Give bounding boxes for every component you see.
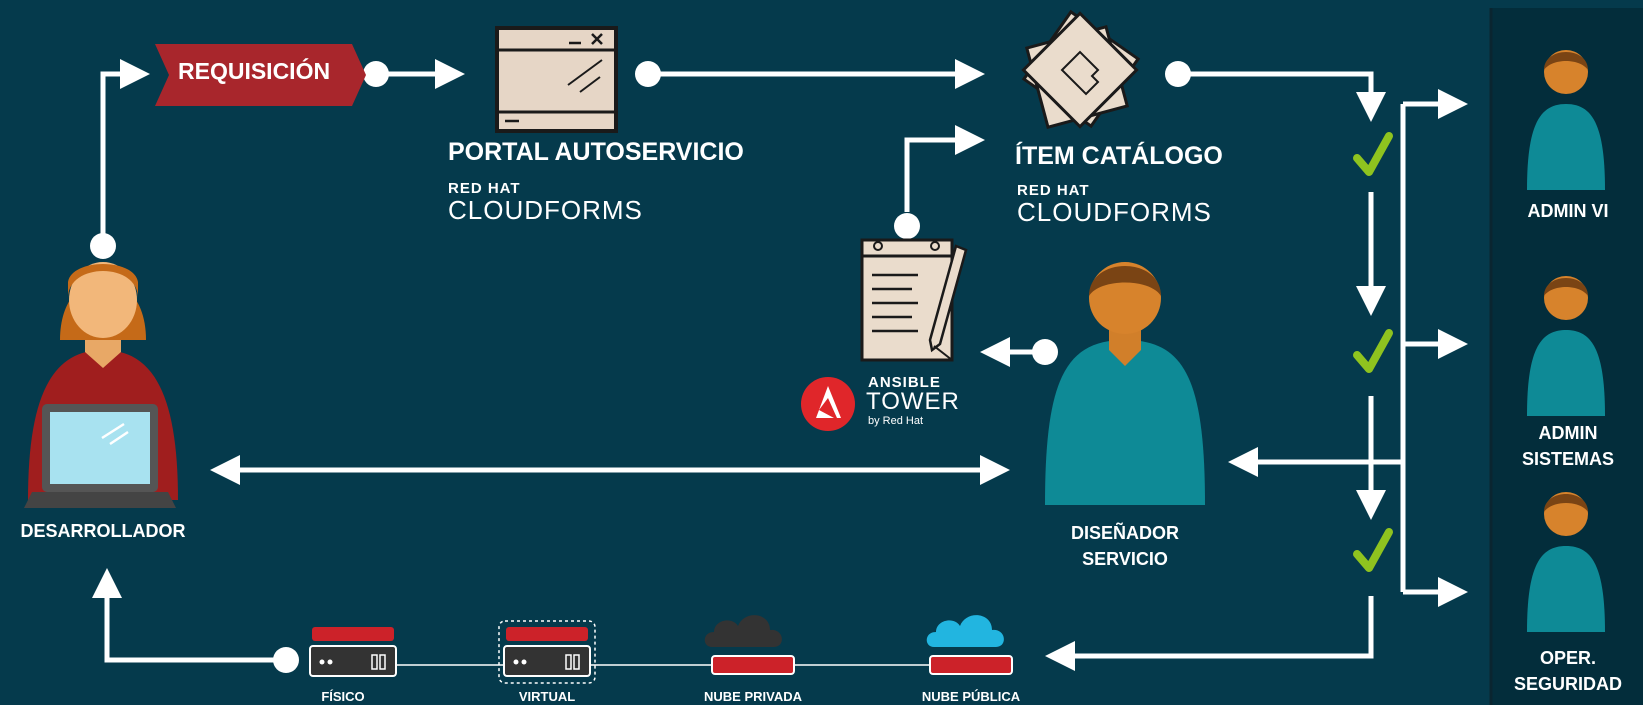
env-label-private-cloud: NUBE PRIVADA <box>704 689 802 704</box>
arrow-catalog-to-check1 <box>1178 71 1386 122</box>
ansible-logo-icon <box>801 377 855 431</box>
public-cloud-icon <box>926 615 1013 675</box>
designer-avatar <box>1045 262 1205 505</box>
catalog-brand-name: CLOUDFORMS <box>1017 197 1212 227</box>
catalog-blueprint-icon <box>1021 9 1141 130</box>
portal-brand-name: CLOUDFORMS <box>448 195 643 225</box>
catalog-brand-top: RED HAT <box>1017 182 1090 199</box>
ansible-tower-text: TOWER <box>866 388 960 415</box>
env-label-public-cloud: NUBE PÚBLICA <box>921 689 1021 704</box>
oper-seguridad-avatar <box>1527 492 1605 632</box>
portal-title: PORTAL AUTOSERVICIO <box>448 138 744 166</box>
node-ansible <box>894 213 920 239</box>
check-icon-1 <box>1353 132 1393 176</box>
developer-label: DESARROLLADOR <box>20 521 186 541</box>
check-icon-2 <box>1353 329 1393 373</box>
arrow-ansible-to-catalog <box>904 125 985 212</box>
ansible-notepad-icon <box>860 238 968 362</box>
designer-label-line2: SERVICIO <box>1082 549 1168 569</box>
admin-sistemas-avatar <box>1527 276 1605 416</box>
request-label: REQUISICIÓN <box>178 58 331 84</box>
admin-vi-avatar <box>1527 50 1605 190</box>
oper-seguridad-label-line2: SEGURIDAD <box>1513 674 1622 694</box>
arrow-physical-to-dev <box>92 568 286 663</box>
catalog-title: ÍTEM CATÁLOGO <box>1015 142 1223 170</box>
arrow-check3-to-public <box>1045 596 1374 671</box>
admin-vi-label: ADMIN VI <box>1527 201 1609 221</box>
node-portal <box>635 61 661 87</box>
physical-server-icon <box>309 627 397 677</box>
admin-sistemas-label-line2: SISTEMAS <box>1521 449 1614 469</box>
request-banner <box>155 44 366 106</box>
designer-label-line1: DISEÑADOR <box>1070 523 1179 543</box>
ansible-by-text: by Red Hat <box>868 415 924 427</box>
node-physical <box>273 647 299 673</box>
portal-brand-top: RED HAT <box>448 180 521 197</box>
node-request <box>363 61 389 87</box>
env-label-physical: FÍSICO <box>321 689 365 704</box>
oper-seguridad-label-line1: OPER. <box>1539 648 1596 668</box>
ansible-top-text: ANSIBLE <box>868 374 941 391</box>
env-label-virtual: VIRTUAL <box>518 689 576 704</box>
node-dev <box>90 233 116 259</box>
check-icon-3 <box>1353 528 1393 572</box>
developer-avatar <box>24 262 178 508</box>
admin-sistemas-label-line1: ADMIN <box>1538 423 1598 443</box>
node-catalog <box>1165 61 1191 87</box>
virtual-server-icon <box>498 620 596 684</box>
portal-window-icon <box>495 26 618 133</box>
node-designer <box>1032 339 1058 365</box>
arrow-dev-to-request <box>100 59 150 246</box>
private-cloud-icon <box>704 615 795 675</box>
